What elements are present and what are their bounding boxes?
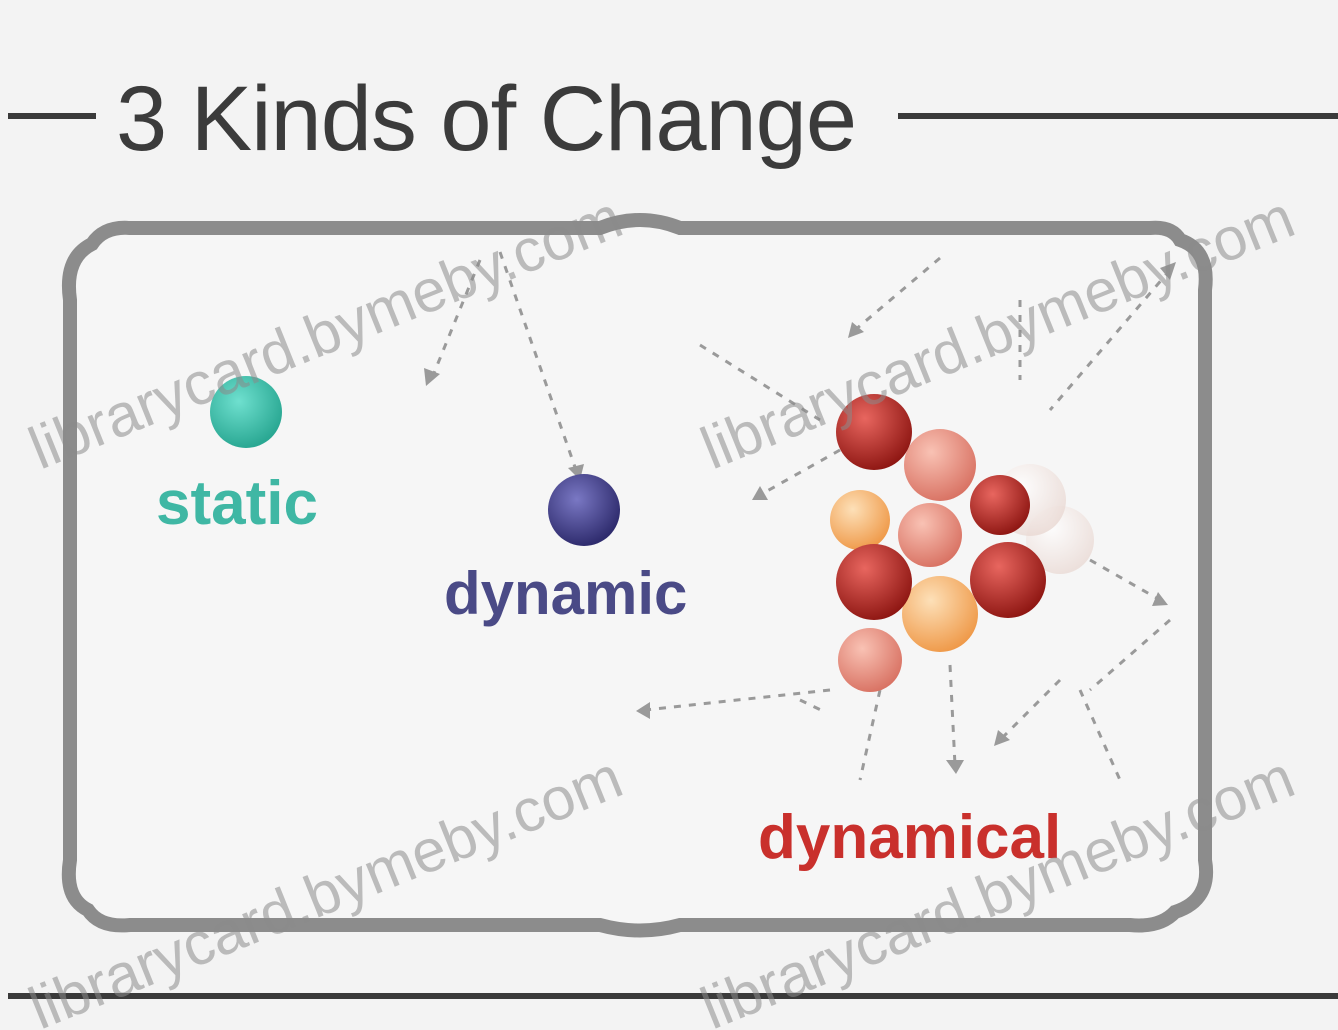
static-label: static	[156, 469, 318, 538]
static-particle	[210, 376, 282, 448]
dynamical-particle-cluster	[830, 394, 1094, 692]
dynamic-label: dynamic	[444, 560, 687, 627]
dynamic-particle	[548, 474, 620, 546]
arrows-dynamical	[636, 256, 1176, 781]
page-title: 3 Kinds of Change	[116, 68, 856, 170]
dynamical-label: dynamical	[758, 803, 1061, 872]
diagram-frame	[61, 213, 1214, 938]
